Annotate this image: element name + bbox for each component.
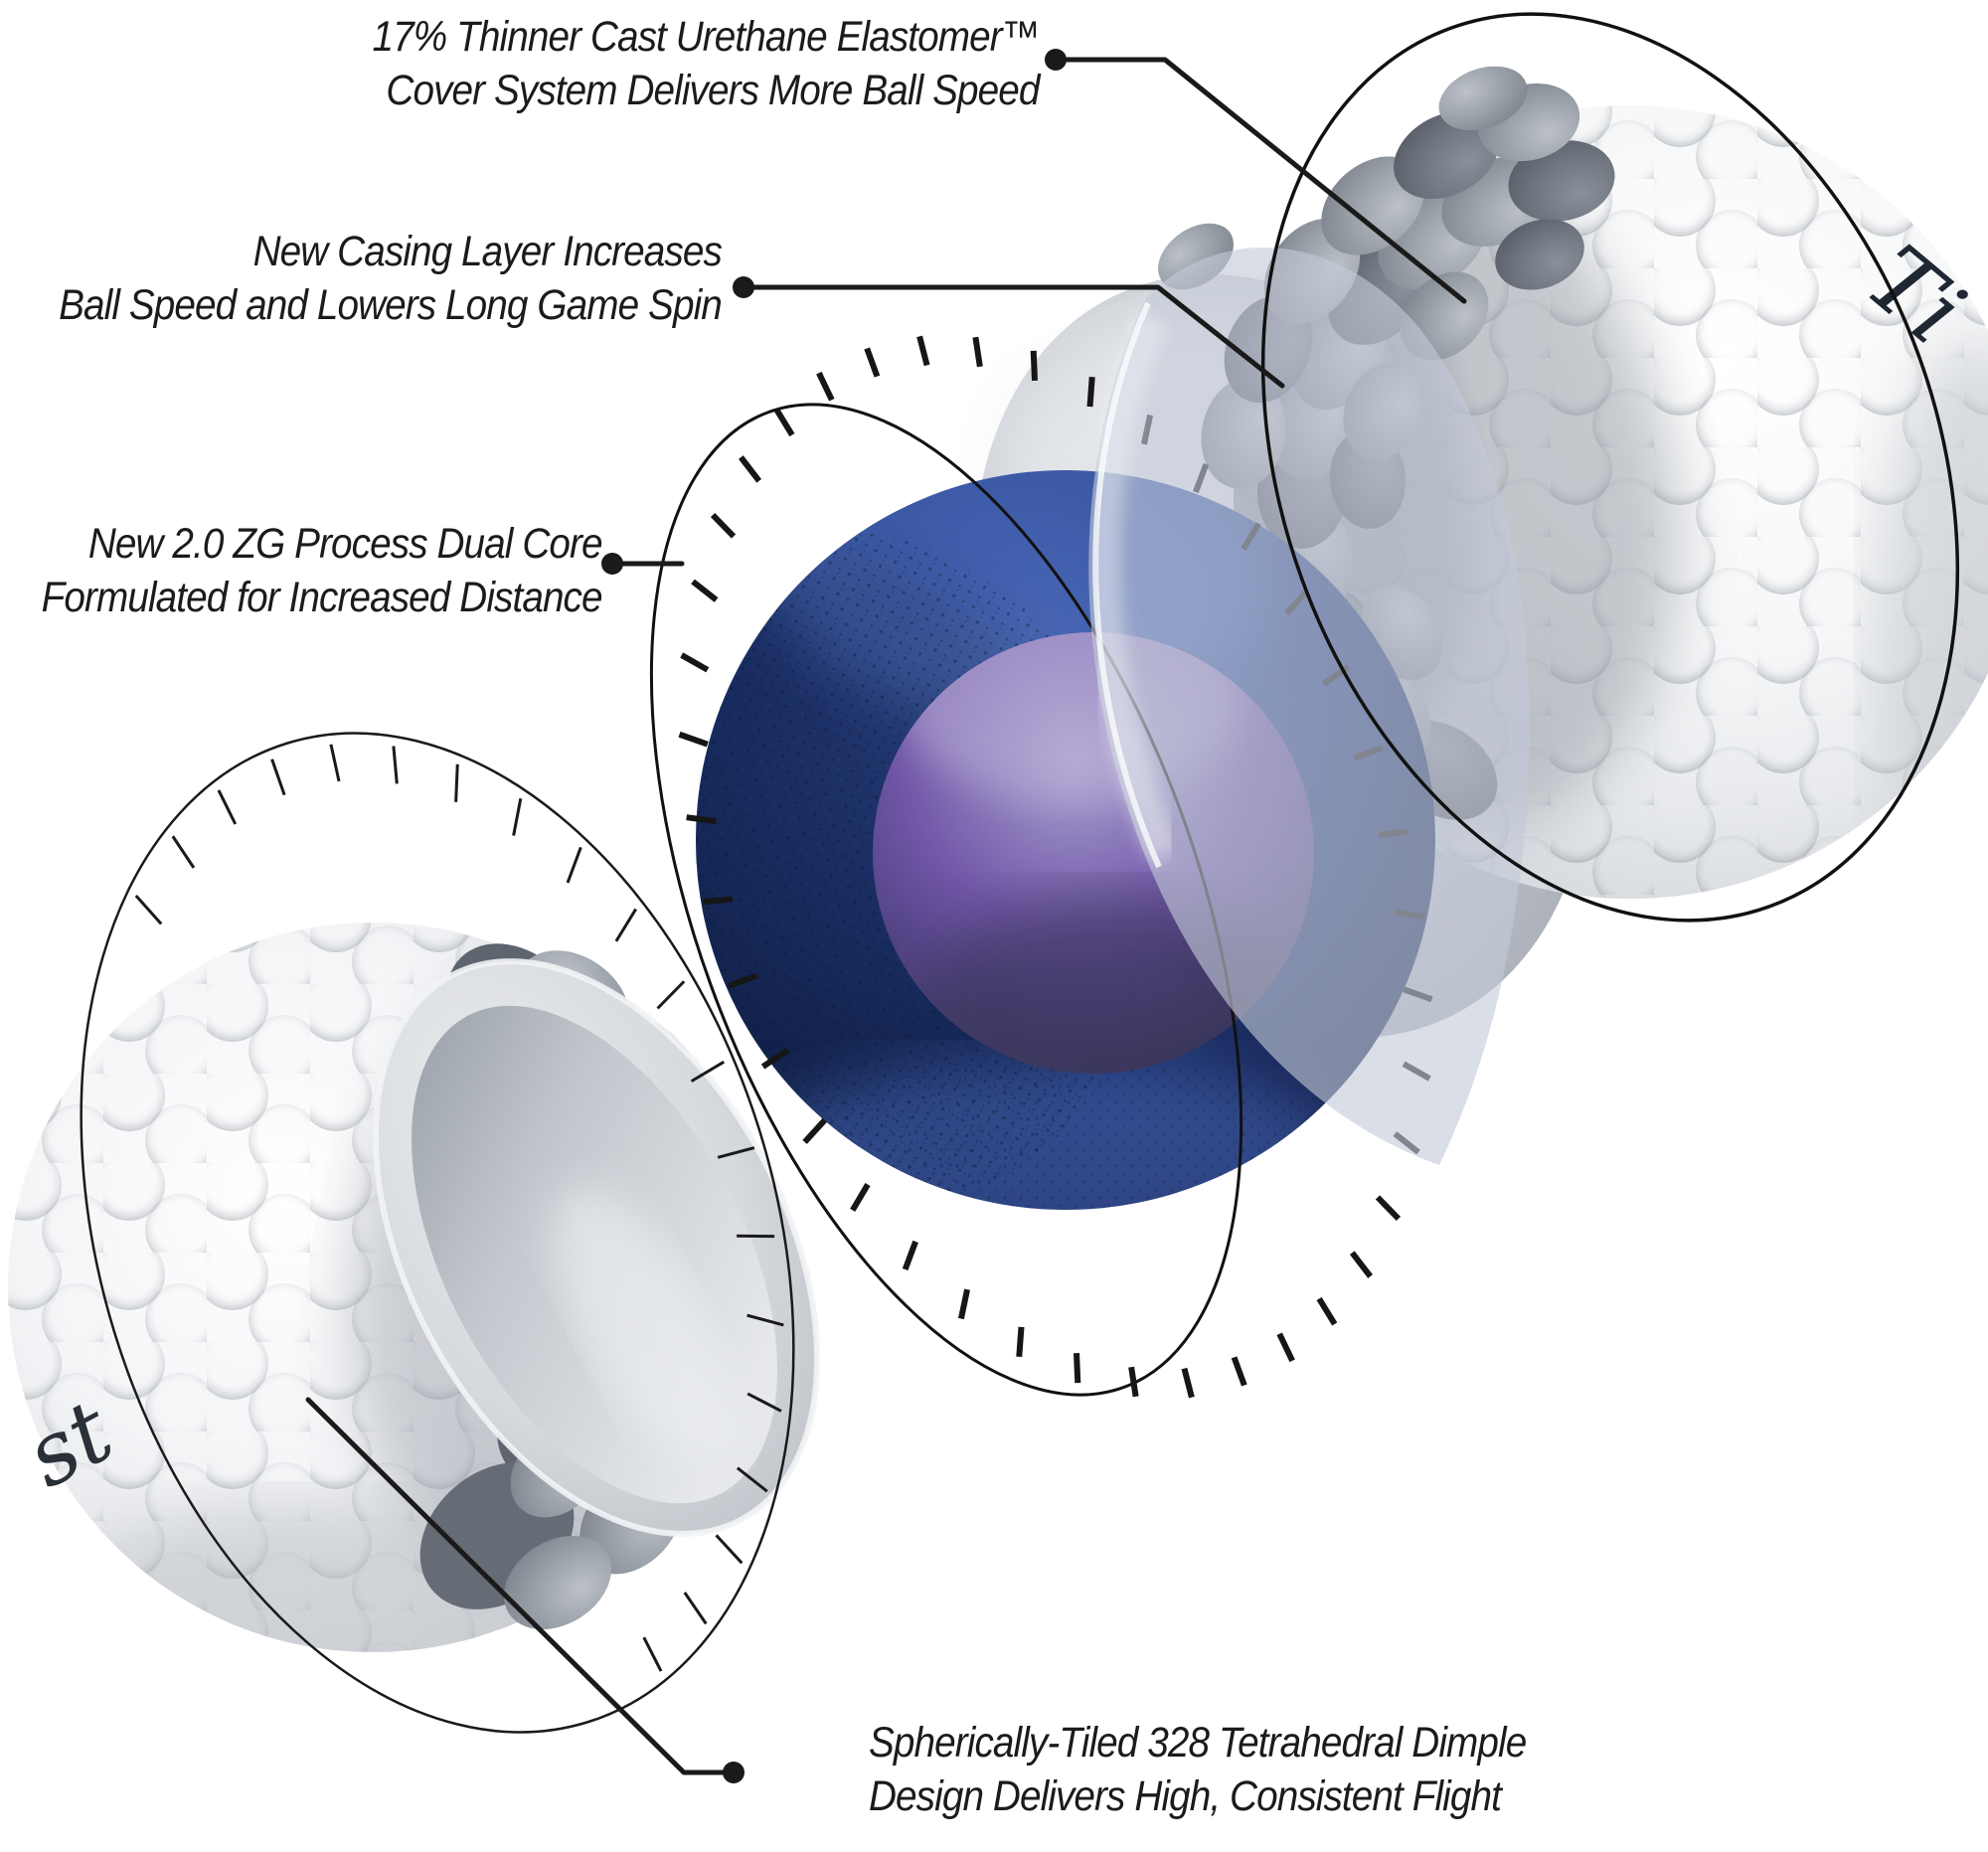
callout-casing: New Casing Layer Increases Ball Speed an…	[59, 225, 723, 332]
callout-cover: 17% Thinner Cast Urethane Elastomer™ Cov…	[373, 10, 1041, 117]
leader-dot-casing	[733, 276, 754, 298]
tick-ring-cover-bottom	[134, 744, 784, 1672]
callout-dimples-line2: Design Delivers High, Consistent Flight	[869, 1772, 1502, 1820]
callout-dimples-line1: Spherically-Tiled 328 Tetrahedral Dimple	[869, 1719, 1527, 1767]
callout-casing-line1: New Casing Layer Increases	[252, 228, 723, 275]
callout-cover-line2: Cover System Delivers More Ball Speed	[386, 67, 1041, 114]
leader-line-dimples	[305, 1397, 737, 1775]
callout-core-line2: Formulated for Increased Distance	[42, 574, 603, 621]
casing-layer-front-crescent	[1086, 248, 1530, 1166]
leader-dot-cover	[1045, 49, 1067, 71]
callout-core-line1: New 2.0 ZG Process Dual Core	[88, 520, 603, 568]
casing-layer-bowl	[372, 958, 821, 1537]
callout-dimples: Spherically-Tiled 328 Tetrahedral Dimple…	[869, 1716, 1527, 1823]
callout-core: New 2.0 ZG Process Dual Core Formulated …	[42, 517, 603, 624]
orbit-ring-cover-bottom	[80, 732, 795, 1734]
leader-dot-core	[601, 553, 623, 575]
leader-line-casing	[741, 284, 1285, 389]
callout-casing-line2: Ball Speed and Lowers Long Game Spin	[59, 281, 723, 329]
leader-lines	[305, 57, 1467, 1775]
leader-dot-dimples	[723, 1762, 745, 1783]
leader-dots	[601, 49, 1067, 1783]
callout-cover-line1: 17% Thinner Cast Urethane Elastomer™	[373, 13, 1041, 61]
orbit-ring-cover-top	[1260, 12, 1960, 923]
leader-line-cover	[1053, 57, 1467, 304]
